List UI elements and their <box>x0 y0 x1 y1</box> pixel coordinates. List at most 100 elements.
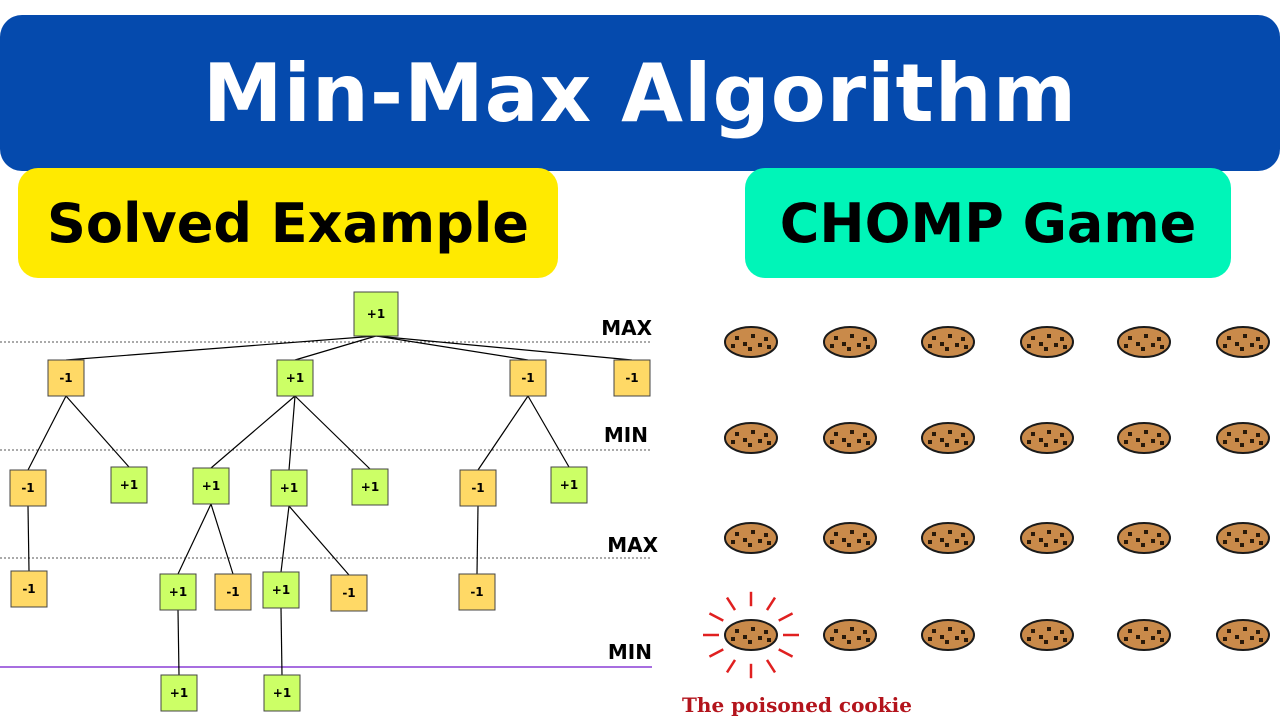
tree-edge <box>65 335 377 361</box>
tree-edge <box>65 395 130 468</box>
banner-title: Min-Max Algorithm <box>202 46 1078 140</box>
tree-node: -1 <box>458 573 496 611</box>
chomp-game-label: CHOMP Game <box>779 191 1197 255</box>
tree-edge <box>375 335 529 361</box>
tree-node: -1 <box>9 469 47 507</box>
cookie-icon[interactable] <box>921 422 975 454</box>
tree-node-label: -1 <box>521 371 534 385</box>
solved-example-badge: Solved Example <box>18 168 558 278</box>
cookie-icon[interactable] <box>921 522 975 554</box>
tree-node-label: -1 <box>471 481 484 495</box>
cookie-icon[interactable] <box>1216 326 1270 358</box>
tree-node: +1 <box>160 674 198 712</box>
tree-edge <box>294 335 377 361</box>
tree-node: -1 <box>47 359 85 397</box>
poison-burst-icon <box>703 591 799 679</box>
tree-node: -1 <box>10 570 48 608</box>
tree-node: -1 <box>214 573 252 611</box>
tree-node-label: -1 <box>21 481 34 495</box>
tree-edge <box>288 395 296 471</box>
tree-edge <box>476 505 479 575</box>
tree-edge <box>280 607 283 676</box>
level-label-max-2: MAX <box>607 533 658 557</box>
tree-node-label: +1 <box>286 371 304 385</box>
cookie-icon[interactable] <box>1117 522 1171 554</box>
cookie-icon[interactable] <box>1117 326 1171 358</box>
cookie-icon[interactable] <box>1216 422 1270 454</box>
tree-node: +1 <box>270 469 308 507</box>
title-banner: Min-Max Algorithm <box>0 15 1280 171</box>
cookie-icon[interactable] <box>1020 522 1074 554</box>
tree-node-label: +1 <box>202 479 220 493</box>
cookie-icon[interactable] <box>1117 619 1171 651</box>
solved-example-label: Solved Example <box>47 191 529 255</box>
cookie-icon[interactable] <box>823 422 877 454</box>
tree-node: +1 <box>276 359 314 397</box>
tree-node-label: +1 <box>361 480 379 494</box>
tree-edge <box>210 395 296 469</box>
tree-edge <box>27 505 30 572</box>
tree-node: +1 <box>351 468 389 506</box>
poison-ray <box>765 596 777 611</box>
tree-node: -1 <box>330 574 368 612</box>
tree-node-label: +1 <box>169 585 187 599</box>
tree-node-label: -1 <box>226 585 239 599</box>
cookie-icon[interactable] <box>1020 326 1074 358</box>
tree-edge <box>527 395 570 468</box>
cookie-icon[interactable] <box>823 522 877 554</box>
tree-node: -1 <box>613 359 651 397</box>
tree-node: +1 <box>192 467 230 505</box>
poison-ray <box>765 659 777 674</box>
poison-ray <box>708 612 724 622</box>
tree-edge <box>294 395 371 470</box>
tree-edge <box>288 505 350 576</box>
tree-node-label: -1 <box>625 371 638 385</box>
tree-node: +1 <box>110 466 148 504</box>
poison-ray <box>778 612 794 622</box>
tree-node-label: +1 <box>120 478 138 492</box>
tree-edge <box>177 609 180 676</box>
tree-node-label: -1 <box>59 371 72 385</box>
tree-edge <box>27 395 67 471</box>
cookie-icon[interactable] <box>823 326 877 358</box>
tree-node-label: -1 <box>342 586 355 600</box>
tree-node-label: -1 <box>22 582 35 596</box>
cookie-icon[interactable] <box>921 619 975 651</box>
cookie-icon[interactable] <box>724 326 778 358</box>
level-label-max-1: MAX <box>601 316 652 340</box>
tree-node: +1 <box>550 466 588 504</box>
tree-node: +1 <box>262 571 300 609</box>
cookie-icon[interactable] <box>1020 619 1074 651</box>
cookie-icon[interactable] <box>1117 422 1171 454</box>
tree-node-label: +1 <box>560 478 578 492</box>
poisoned-cookie-icon[interactable] <box>724 619 778 651</box>
cookie-icon[interactable] <box>921 326 975 358</box>
tree-node: +1 <box>263 674 301 712</box>
cookie-icon[interactable] <box>1216 522 1270 554</box>
cookie-icon[interactable] <box>823 619 877 651</box>
tree-edge <box>477 395 529 471</box>
chomp-game-badge: CHOMP Game <box>745 168 1231 278</box>
cookie-icon[interactable] <box>724 522 778 554</box>
tree-node: -1 <box>459 469 497 507</box>
cookie-icon[interactable] <box>724 422 778 454</box>
tree-edge <box>280 505 290 573</box>
level-label-min-1: MIN <box>604 423 648 447</box>
tree-node-label: +1 <box>272 583 290 597</box>
tree-node-label: +1 <box>367 307 385 321</box>
poison-ray <box>708 648 724 658</box>
tree-node-label: -1 <box>470 585 483 599</box>
tree-node-label: +1 <box>280 481 298 495</box>
poison-ray <box>778 648 794 658</box>
tree-node: +1 <box>159 573 197 611</box>
tree-edge <box>177 503 212 575</box>
poisoned-cookie-label: The poisoned cookie <box>682 693 912 717</box>
tree-edge <box>210 503 234 575</box>
cookie-icon[interactable] <box>1020 422 1074 454</box>
cookie-icon[interactable] <box>1216 619 1270 651</box>
poison-ray <box>725 659 737 674</box>
tree-node-label: +1 <box>273 686 291 700</box>
level-label-min-2: MIN <box>608 640 652 664</box>
